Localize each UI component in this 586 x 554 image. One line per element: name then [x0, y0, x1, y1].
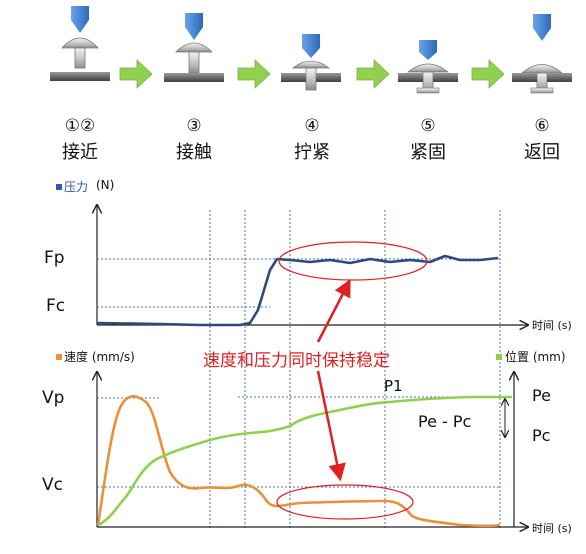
- pressure-chart: [56, 184, 528, 325]
- pressure-unit: (N): [96, 178, 115, 192]
- fc-tick-label: Fc: [46, 296, 66, 316]
- step-5-illustration: [398, 40, 458, 94]
- step-4-name: 拧紧: [294, 142, 330, 163]
- speed-x-axis-label: 时间 (s): [532, 522, 572, 535]
- tool-body: [419, 40, 437, 52]
- fp-tick-label: Fp: [44, 248, 65, 268]
- annotation-arrow-up: [316, 278, 351, 343]
- step-5-name: 紧固: [410, 142, 446, 163]
- step-6-number: ⑥: [534, 116, 550, 136]
- step-3-illustration: [164, 13, 224, 82]
- speed-curve: [96, 394, 501, 528]
- rivet-tail: [530, 87, 554, 94]
- step-5-number: ⑤: [420, 116, 436, 136]
- rivet-head: [406, 63, 450, 73]
- tool-body: [71, 6, 89, 20]
- step-arrow-icon: [356, 59, 390, 89]
- tool-tip: [71, 20, 89, 33]
- step-4-number: ④: [304, 116, 320, 136]
- rivet-tail: [416, 87, 440, 94]
- step-1-number: ①②: [64, 116, 96, 136]
- step-illustrations: [50, 6, 572, 94]
- tool-body: [533, 14, 551, 28]
- workpiece-plate-left: [398, 73, 423, 82]
- step-4-illustration: [281, 34, 341, 91]
- step-3-number: ③: [186, 116, 202, 136]
- tool-tip: [302, 48, 320, 58]
- pressure-highlight-ellipse: [278, 241, 428, 281]
- rivet-shank: [74, 47, 86, 69]
- rivet-head: [61, 37, 99, 49]
- position-legend-swatch: [496, 354, 502, 360]
- workpiece-plate-right: [433, 73, 458, 82]
- step-arrows: [119, 59, 505, 89]
- annotation-text: 速度和压力同时保持稳定: [203, 351, 390, 371]
- tool-tip: [533, 28, 551, 41]
- p1-label: P1: [384, 377, 403, 395]
- step-arrow-icon: [119, 59, 153, 89]
- vc-tick-label: Vc: [42, 475, 63, 495]
- pe-label: Pe: [532, 386, 551, 405]
- pc-label: Pc: [532, 426, 551, 445]
- workpiece-plate-left: [512, 73, 537, 82]
- rivet-shank: [305, 67, 317, 91]
- step-1-illustration: [50, 6, 110, 81]
- step-1-name: 接近: [62, 142, 98, 163]
- step-6-name: 返回: [524, 142, 560, 163]
- step-arrow-icon: [471, 59, 505, 89]
- annotation-arrow-down: [316, 370, 346, 482]
- phase-guide-lines: [209, 210, 501, 528]
- tool-body: [185, 13, 203, 27]
- position-curve: [97, 395, 512, 527]
- workpiece-plate: [164, 73, 224, 82]
- rivet-shank: [188, 51, 200, 74]
- speed-legend: 速度 (mm/s): [64, 350, 135, 364]
- speed-chart: [56, 354, 528, 527]
- pe-minus-pc-label: Pe - Pc: [418, 412, 472, 431]
- pressure-legend-swatch: [56, 184, 62, 190]
- workpiece-plate-right: [547, 73, 572, 82]
- workpiece-plate-left: [281, 73, 306, 82]
- pressure-curve: [96, 254, 499, 327]
- tool-body: [302, 34, 320, 48]
- step-arrow-icon: [237, 59, 271, 89]
- rivet-head: [520, 64, 564, 74]
- pressure-legend: 压力: [64, 180, 89, 194]
- rivet-head: [291, 60, 331, 69]
- speed-legend-swatch: [56, 354, 62, 360]
- rivet-head: [175, 42, 213, 53]
- position-legend: 位置 (mm): [505, 350, 566, 364]
- workpiece-plate: [50, 72, 110, 81]
- stability-annotation: [276, 241, 428, 520]
- step-6-illustration: [512, 14, 572, 94]
- tool-tip: [185, 27, 203, 40]
- vp-tick-label: Vp: [42, 388, 65, 408]
- workpiece-plate-right: [316, 73, 341, 82]
- tool-tip: [419, 52, 437, 60]
- pressure-x-axis-label: 时间 (s): [532, 319, 572, 332]
- step-3-name: 接触: [176, 142, 212, 163]
- speed-highlight-ellipse: [276, 484, 414, 520]
